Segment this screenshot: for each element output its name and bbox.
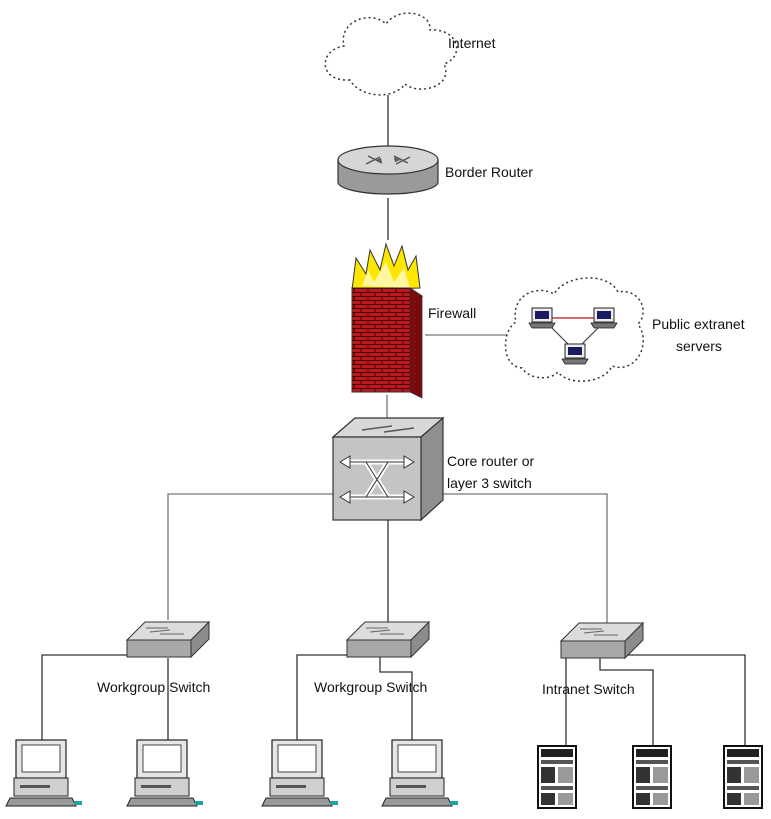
border-router-icon[interactable] [337,145,439,195]
core-workgroup1-link [167,493,333,620]
extranet-label-line1: Public extranet [652,316,745,332]
server-3-icon[interactable] [723,745,763,809]
border-router-label: Border Router [445,164,533,180]
intranet-switch-label: Intranet Switch [542,681,635,697]
workstation-1-icon[interactable] [5,739,82,807]
intranet-switch-icon[interactable] [559,621,645,660]
workstation-3-icon[interactable] [261,739,338,807]
extranet-cloud-icon [504,277,644,382]
core-label-line2: layer 3 switch [447,475,532,491]
network-links [41,95,746,748]
extranet-server-3-icon[interactable] [561,343,589,365]
workgroup-switch-1-icon[interactable] [125,620,211,659]
workgroup-switch-1-label: Workgroup Switch [97,679,210,695]
workgroup-switch-2-icon[interactable] [345,620,431,659]
internet-label: Internet [448,35,496,51]
workstation-4-icon[interactable] [381,739,458,807]
extranet-server-2-icon[interactable] [590,307,618,329]
core-label-line1: Core router or [447,453,534,469]
workgroup-switch-2-label: Workgroup Switch [314,679,427,695]
server-1-icon[interactable] [537,745,577,809]
extranet-label-line2: servers [676,338,722,354]
wg2-pc2-link [379,656,413,742]
wg2-pc1-link [296,654,347,742]
core-switch-icon[interactable] [331,416,445,522]
internet-cloud-icon [324,12,458,96]
intranet-server3-link [614,654,746,748]
firewall-label: Firewall [428,305,476,321]
workstation-2-icon[interactable] [126,739,203,807]
intranet-server2-link [599,658,654,748]
core-intranet-link [443,493,608,624]
wg1-pc1-link [41,654,127,742]
server-2-icon[interactable] [632,745,672,809]
extranet-server-1-icon[interactable] [528,307,556,329]
firewall-icon[interactable] [350,242,424,399]
